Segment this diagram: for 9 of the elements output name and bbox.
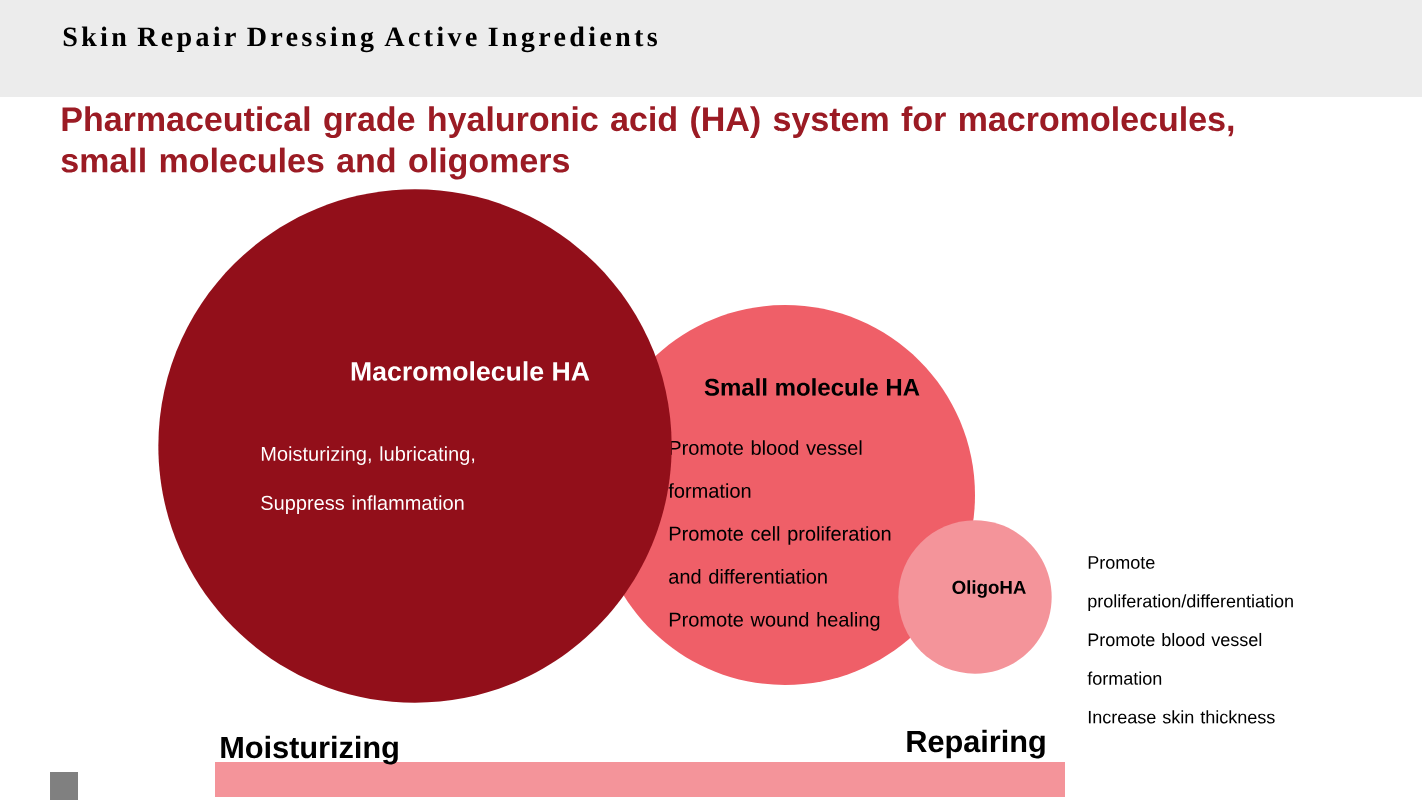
circle-text: Moisturizing, lubricating, Suppress inflammation bbox=[261, 446, 475, 514]
side-text: Promote proliferation/differentiation Promote blood vessel formation Increase skin thickness bbox=[1087, 556, 1293, 724]
axis-label: Repairing bbox=[907, 729, 1045, 759]
circle-heading: OligoHA bbox=[952, 580, 1026, 598]
circle-heading: Small molecule HA bbox=[704, 378, 920, 396]
axis-label: Moisturizing bbox=[221, 735, 398, 765]
circle-heading: Macromolecule HA bbox=[351, 361, 590, 381]
header-title: Skin Repair Dressing Active Ingredients bbox=[63, 26, 657, 53]
circle-text: Promote blood vessel formation Promote cell proliferation and differentiation Promote wound healing bbox=[668, 440, 891, 631]
